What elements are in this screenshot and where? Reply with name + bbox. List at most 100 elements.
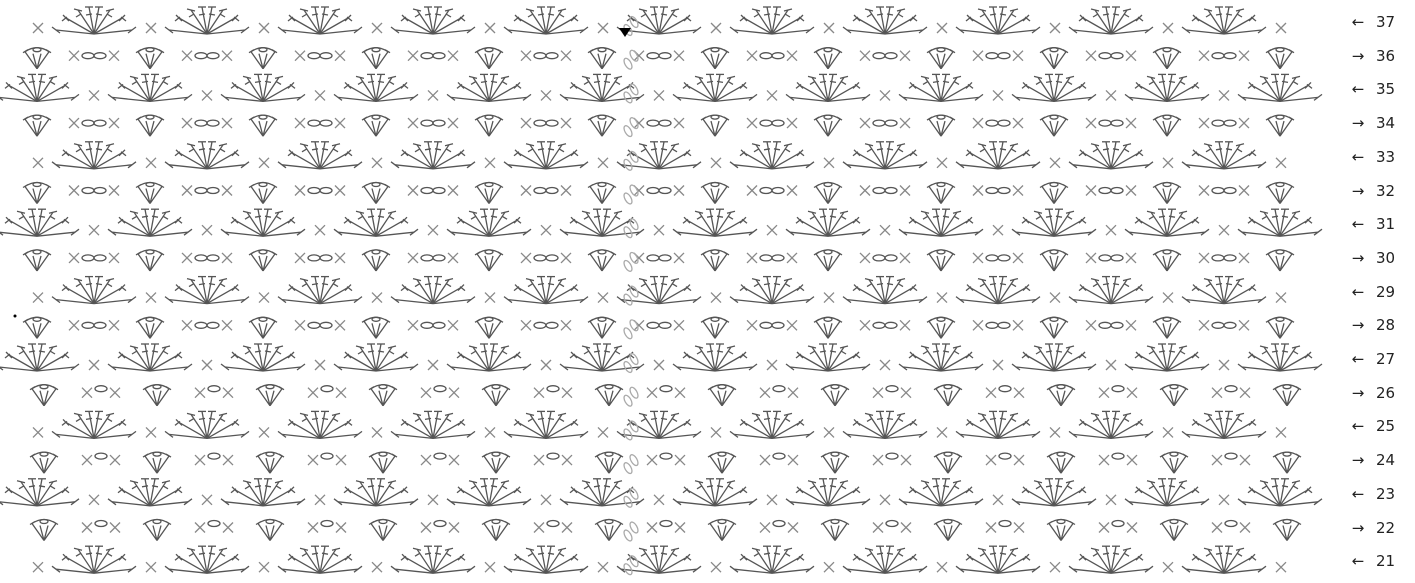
row-direction-arrow: ← [1350, 13, 1366, 31]
fan-shell-symbol [108, 344, 192, 371]
sc-cross-symbol [33, 23, 43, 33]
sc-cross-symbol [973, 253, 983, 263]
sc-cross-symbol [1212, 455, 1222, 465]
chain-oval-symbol [999, 386, 1011, 392]
v-shell-symbol [708, 452, 736, 473]
sc-cross-symbol [110, 388, 120, 398]
sc-cross-symbol [202, 225, 212, 235]
fan-shell-symbol [786, 74, 870, 101]
sc-cross-symbol [336, 455, 346, 465]
sc-cross-symbol [860, 320, 870, 330]
chain-oval-symbol [760, 322, 784, 328]
sc-cross-symbol [767, 495, 777, 505]
v-shell-symbol [1040, 115, 1068, 136]
fan-shell-symbol [673, 74, 757, 101]
sc-cross-symbol [408, 320, 418, 330]
v-shell-symbol [482, 520, 510, 541]
fan-shell-symbol [391, 142, 475, 169]
sc-cross-symbol [654, 495, 664, 505]
chain-oval-symbol [1225, 386, 1237, 392]
v-shell-symbol [249, 48, 277, 69]
row-label-32: →32 [1350, 182, 1395, 200]
sc-cross-symbol [259, 158, 269, 168]
row-number: 35 [1376, 80, 1395, 98]
sc-cross-symbol [1126, 51, 1136, 61]
sc-cross-symbol [448, 186, 458, 196]
sc-cross-symbol [182, 320, 192, 330]
chain-oval-symbol [82, 255, 106, 261]
chain-oval-symbol [873, 188, 897, 194]
sc-cross-symbol [82, 523, 92, 533]
chain-oval-symbol [1112, 521, 1124, 527]
sc-cross-symbol [561, 118, 571, 128]
sc-cross-symbol [760, 455, 770, 465]
v-shell-symbol [934, 520, 962, 541]
sc-cross-symbol [1013, 320, 1023, 330]
v-shell-symbol [249, 183, 277, 204]
sc-cross-symbol [223, 388, 233, 398]
sc-cross-symbol [315, 90, 325, 100]
v-shell-symbol [23, 48, 51, 69]
sc-cross-symbol [880, 90, 890, 100]
row-label-22: →22 [1350, 519, 1395, 537]
chain-oval-symbol [547, 521, 559, 527]
row-label-29: ←29 [1350, 283, 1395, 301]
fan-shell-symbol [730, 546, 814, 573]
v-shell-symbol [143, 385, 171, 406]
chain-oval-symbol [308, 53, 332, 59]
chain-oval-symbol [986, 120, 1010, 126]
sc-cross-symbol [873, 455, 883, 465]
v-shell-symbol [701, 250, 729, 271]
fan-shell-symbol [447, 74, 531, 101]
fan-shell-symbol [1238, 74, 1322, 101]
sc-cross-symbol [654, 225, 664, 235]
sc-cross-symbol [647, 523, 657, 533]
v-shell-symbol [249, 115, 277, 136]
fan-shell-symbol [1182, 546, 1266, 573]
fan-shell-symbol [843, 546, 927, 573]
chain-oval-symbol [1212, 255, 1236, 261]
sc-cross-symbol [308, 455, 318, 465]
row-direction-arrow: ← [1350, 552, 1366, 570]
sc-cross-symbol [421, 523, 431, 533]
v-shell-symbol [475, 115, 503, 136]
row-direction-arrow: ← [1350, 148, 1366, 166]
sc-cross-symbol [1219, 90, 1229, 100]
row-number: 32 [1376, 182, 1395, 200]
sc-cross-symbol [109, 186, 119, 196]
joining-chain-symbol [622, 49, 639, 70]
sc-cross-symbol [1126, 118, 1136, 128]
sc-cross-symbol [1163, 158, 1173, 168]
v-shell-symbol [1047, 520, 1075, 541]
sc-cross-symbol [295, 51, 305, 61]
fan-shell-symbol [334, 344, 418, 371]
sc-cross-symbol [860, 253, 870, 263]
sc-cross-symbol [82, 388, 92, 398]
sc-cross-symbol [598, 158, 608, 168]
v-shell-symbol [595, 452, 623, 473]
row-direction-arrow: ← [1350, 350, 1366, 368]
chain-oval-symbol [986, 322, 1010, 328]
chain-oval-symbol [1212, 53, 1236, 59]
chain-oval-symbol [321, 386, 333, 392]
row-number: 37 [1376, 13, 1395, 31]
sc-cross-symbol [408, 51, 418, 61]
sc-cross-symbol [448, 253, 458, 263]
chain-oval-symbol [660, 521, 672, 527]
fan-shell-symbol [52, 277, 136, 304]
fan-shell-symbol [0, 479, 79, 506]
row-direction-arrow: → [1350, 451, 1366, 469]
sc-cross-symbol [900, 186, 910, 196]
sc-cross-symbol [335, 186, 345, 196]
fan-shell-symbol [391, 277, 475, 304]
sc-cross-symbol [485, 427, 495, 437]
sc-cross-symbol [146, 158, 156, 168]
v-shell-symbol [1266, 183, 1294, 204]
sc-cross-symbol [561, 186, 571, 196]
sc-cross-symbol [33, 158, 43, 168]
sc-cross-symbol [986, 388, 996, 398]
sc-cross-symbol [1106, 360, 1116, 370]
row-number: 22 [1376, 519, 1395, 537]
sc-cross-symbol [824, 562, 834, 572]
sc-cross-symbol [767, 90, 777, 100]
